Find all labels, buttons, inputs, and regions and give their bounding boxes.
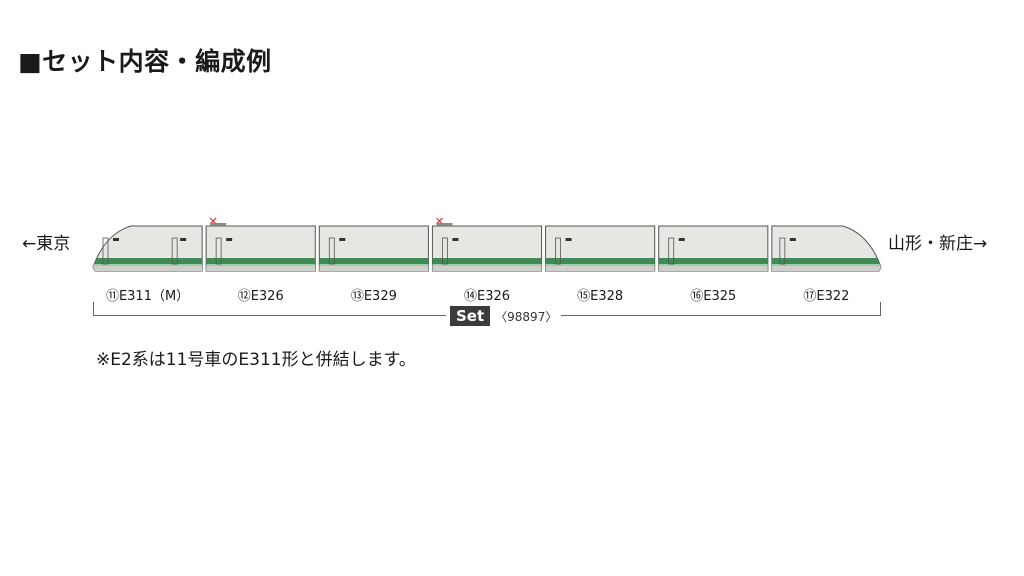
car-window <box>565 238 572 241</box>
car-label: ⑮E328 <box>577 289 624 304</box>
car-door <box>555 237 561 265</box>
car-skirt <box>206 266 316 271</box>
set-indicator: Set 〈98897〉 <box>446 306 562 326</box>
set-badge: Set <box>450 306 491 326</box>
train-car <box>771 225 882 272</box>
car-stripe-light <box>771 264 881 266</box>
car-skirt <box>658 266 768 271</box>
car-door <box>328 237 335 265</box>
car-window <box>226 238 233 241</box>
train-car <box>92 225 203 272</box>
car-skirt <box>93 266 203 271</box>
car-label: ⑭E326 <box>463 289 511 304</box>
car-stripe-light <box>658 264 768 266</box>
car-label: ⑫E326 <box>237 289 284 304</box>
car-label: ⑪E311（M） <box>105 289 190 304</box>
train-car <box>545 225 656 272</box>
car-window <box>789 238 796 241</box>
page-title: ■セット内容・編成例 <box>18 47 272 76</box>
direction-left-label: ←東京 <box>22 234 71 254</box>
car-stripe-green <box>545 258 655 264</box>
note-text: ※E2系は11号車のE311形と併結します。 <box>96 350 416 370</box>
car-label: ⑬E329 <box>350 289 397 304</box>
car-window <box>678 238 685 241</box>
car-stripe-light <box>206 264 316 266</box>
car-door <box>442 237 448 265</box>
car-stripe-light <box>432 264 542 266</box>
car-skirt <box>319 266 429 271</box>
car-door <box>215 237 222 265</box>
pantograph-base <box>210 223 227 226</box>
car-stripe-light <box>319 264 429 266</box>
car-door <box>171 237 178 265</box>
car-label: ⑰E322 <box>803 289 850 304</box>
car-door <box>102 237 109 265</box>
train-car <box>431 217 543 272</box>
train-car <box>658 225 769 272</box>
car-window <box>113 238 119 241</box>
train-car <box>318 225 429 272</box>
car-skirt <box>432 266 542 271</box>
car-door <box>668 237 675 265</box>
car-stripe-green <box>319 258 429 264</box>
car-stripe-green <box>93 258 203 264</box>
train-diagram <box>92 217 882 272</box>
set-number: 〈98897〉 <box>495 309 558 324</box>
car-window <box>180 238 187 241</box>
car-stripe-green <box>206 258 316 264</box>
direction-right-label: 山形・新庄→ <box>888 234 988 254</box>
car-label: ⑯E325 <box>690 289 737 304</box>
pantograph-base <box>436 223 453 226</box>
car-skirt <box>771 266 881 271</box>
car-stripe-green <box>658 258 768 264</box>
car-stripe-light <box>93 264 203 266</box>
car-stripe-light <box>545 264 655 266</box>
car-skirt <box>545 266 655 271</box>
car-door <box>779 237 786 265</box>
car-stripe-green <box>771 258 881 264</box>
car-window <box>452 238 459 241</box>
train-car <box>205 217 316 272</box>
car-window <box>339 238 346 241</box>
car-stripe-green <box>432 258 542 264</box>
